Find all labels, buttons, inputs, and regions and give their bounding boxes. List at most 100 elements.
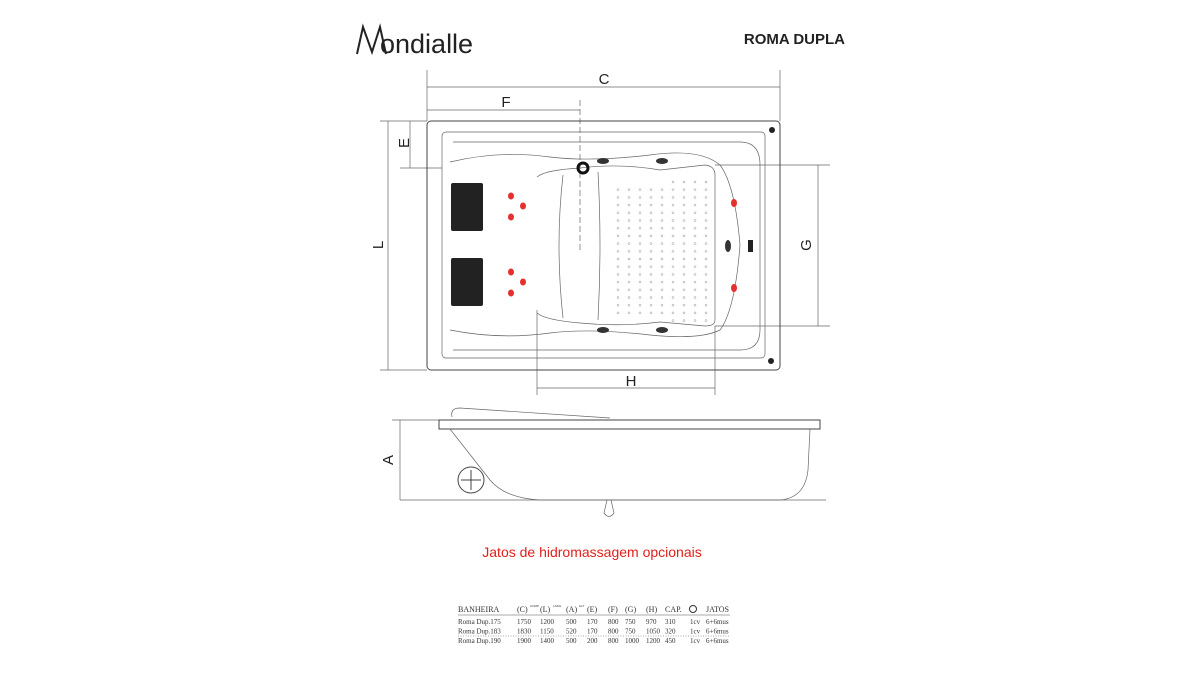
air-jet-dot [649,211,653,215]
table-cell: 970 [646,618,657,626]
air-jet-dot [693,234,697,238]
air-jet-dot [660,288,664,292]
air-jet-dot [627,280,631,284]
air-jet-dot [693,280,697,284]
table-header: BANHEIRA [458,605,500,614]
table-cell: 1150 [540,628,554,636]
air-jet-dot [660,257,664,261]
air-jet-dot [671,242,675,245]
air-jet-dot [693,303,697,307]
air-jet-dot [649,265,653,268]
air-jet-dot [649,242,653,245]
air-jet-dot [627,196,631,199]
air-jet-dot [682,296,686,299]
air-jet-dot [638,211,642,215]
air-jet-dot [660,311,664,315]
air-jet-dot [627,219,631,222]
air-jet-dot [704,196,708,199]
air-jet-dot [616,211,620,215]
air-jet-dot [704,311,708,315]
air-jet-dot [627,265,631,268]
jet-icon [508,268,514,276]
air-jet-dot [627,188,631,191]
table-cell: 1000 [625,637,640,645]
air-jet-dot [693,288,697,292]
air-jet-dot [649,219,653,222]
table-cell: 750 [625,618,636,626]
table-header: (F) [608,605,618,614]
air-jet-dot [616,226,620,230]
air-jet-dot [693,188,697,191]
air-jet-dot [704,319,708,322]
tub-side-view [400,407,826,517]
air-jet-dot [627,257,631,261]
air-jet-dot [638,303,642,307]
air-jet-dot [671,257,675,261]
air-jet-dot [704,180,708,184]
table-cell: 500 [566,618,577,626]
air-jet-dot [638,226,642,230]
air-jet-dot [704,257,708,261]
air-jet-dot [616,242,620,245]
air-jet-dot [616,273,620,276]
air-jet-dot [627,226,631,230]
dim-label-e: E [396,138,413,148]
air-jet-dot [638,203,642,207]
jet-icon [731,199,737,207]
table-cell: 1750 [517,618,532,626]
air-jet-dot [682,211,686,215]
air-jet-dot [638,280,642,284]
air-jet-dot [671,280,675,284]
air-jet-dot [671,219,675,222]
air-jet-dot [704,296,708,299]
air-jet-dot [704,188,708,191]
product-title: ROMA DUPLA [744,31,845,48]
air-jet-dot [671,273,675,276]
air-jet-dot [682,303,686,307]
jet-icon [520,202,526,210]
table-header: (H) [646,605,657,614]
dim-label-f: F [501,94,510,111]
table-cell: 1900 [517,637,532,645]
air-jet-dot [638,196,642,199]
air-jet-dot [649,226,653,230]
air-jet-dot [682,226,686,230]
air-jet-dot [682,203,686,207]
air-jet-dot [649,203,653,207]
air-jet-dot [649,303,653,307]
air-jet-dot [682,288,686,292]
table-cell: 800 [608,637,619,645]
air-jet-dot [627,203,631,207]
air-jet-dot [682,280,686,284]
jet-icon [508,289,514,297]
table-cell: 310 [665,618,676,626]
air-jet-dot [682,250,686,253]
air-jet-dot [671,311,675,315]
air-jet-dot [704,280,708,284]
air-jet-dot [704,234,708,238]
table-cell: 450 [665,637,676,645]
air-jet-dot [704,303,708,307]
air-jet-dot [682,180,686,184]
air-jet-dot [660,265,664,268]
table-header-superscript: LARG [553,604,562,608]
table-cell: 200 [587,637,598,645]
air-jet-dot [682,265,686,268]
air-jet-dot [693,319,697,322]
air-jet-dot [638,234,642,238]
air-jet-dot [627,296,631,299]
air-jet-dot [671,226,675,230]
air-jet-dot [660,196,664,199]
air-jet-dot [660,303,664,307]
air-jet-dot [616,203,620,207]
air-jet-dot [671,180,675,184]
air-jet-dot [682,273,686,276]
air-jet-dot [660,226,664,230]
air-jet-dot [671,234,675,238]
optional-jets-note: Jatos de hidromassagem opcionais [482,544,701,560]
air-jet-dot [693,226,697,230]
brand-logo: ondialle [356,23,473,59]
table-cell: 800 [608,618,619,626]
air-jet-dot [660,280,664,284]
table-cell: 1830 [517,628,532,636]
